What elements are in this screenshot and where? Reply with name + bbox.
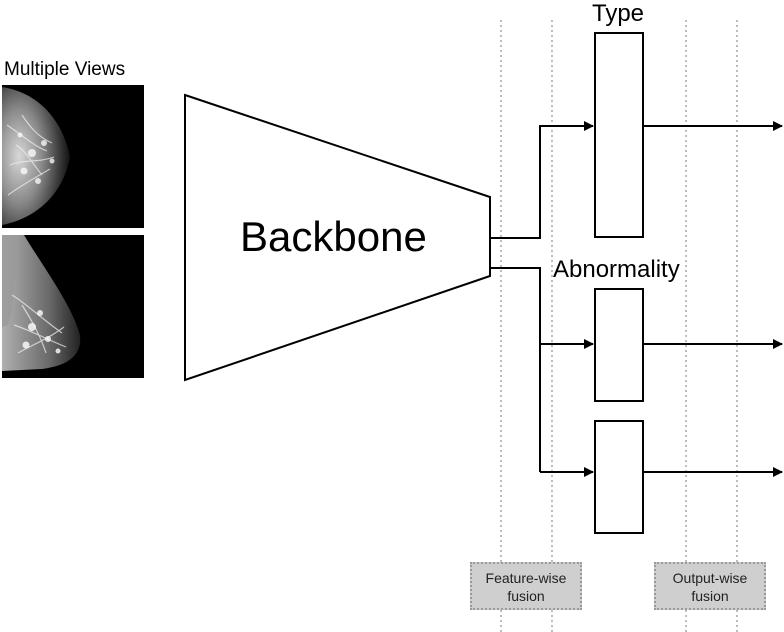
feature-wise-fusion-box: Feature-wise fusion — [470, 562, 582, 610]
mammogram-view-1 — [2, 85, 144, 228]
output-wise-fusion-box: Output-wise fusion — [654, 562, 766, 610]
feature-fusion-line1: Feature-wise — [485, 570, 567, 586]
connector-to-abnormality-trunk — [490, 267, 541, 472]
feature-fusion-line2: fusion — [507, 588, 545, 604]
output-fusion-line1: Output-wise — [672, 570, 748, 586]
output-fusion-line2: fusion — [691, 588, 729, 604]
abnormality-head-label: Abnormality — [553, 256, 680, 283]
type-head-label: Type — [592, 0, 645, 27]
connector-to-type — [490, 121, 594, 239]
backbone-block — [184, 93, 491, 382]
abnormality-head-box-2 — [594, 420, 644, 534]
multiple-views-label: Multiple Views — [4, 59, 126, 80]
backbone-label: Backbone — [240, 213, 427, 260]
abnormality-head-box-1 — [594, 288, 644, 402]
fusion-guides — [500, 20, 738, 632]
type-head-box — [594, 32, 644, 238]
mammogram-view-2 — [2, 235, 144, 378]
